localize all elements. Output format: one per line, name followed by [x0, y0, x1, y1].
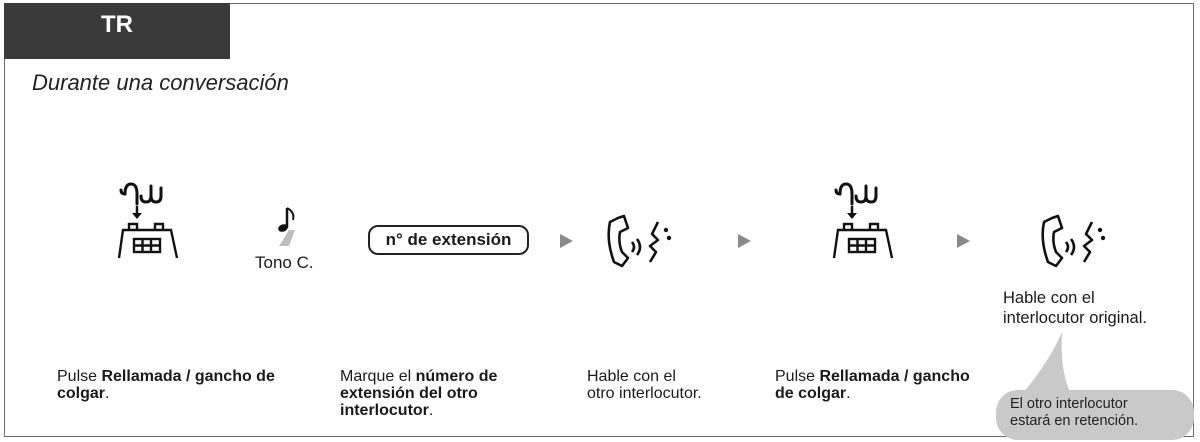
callout-pointer — [1024, 332, 1070, 392]
step-extension-caption: Marque el número de extensión del otro i… — [340, 368, 498, 419]
hookswitch-flash-icon — [832, 182, 894, 259]
triangle-right-icon — [738, 234, 751, 248]
tab-label: TR — [101, 11, 133, 38]
step-flash-caption: Pulse Rellamada / gancho de colgar. — [57, 368, 275, 402]
handset-talk-icon — [607, 214, 672, 268]
hold-callout: El otro interlocutor estará en retención… — [996, 390, 1194, 440]
subtitle: Durante una conversación — [32, 70, 289, 95]
hookswitch-flash-icon — [117, 182, 179, 259]
talk-original-label: Hable con el interlocutor original. — [1003, 289, 1147, 327]
extension-number-box: n° de extensión — [368, 225, 529, 255]
music-note-icon — [278, 207, 295, 246]
triangle-right-icon — [957, 234, 970, 248]
step-flash2-caption: Pulse Rellamada / gancho de colgar. — [775, 368, 970, 402]
diagram-frame — [4, 3, 1194, 437]
step-talk-caption: Hable con el otro interlocutor. — [587, 368, 702, 402]
triangle-right-icon — [560, 234, 573, 248]
handset-talk-icon — [1041, 214, 1106, 268]
tone-label: Tono C. — [255, 253, 314, 272]
section-tab: TR — [4, 3, 230, 59]
